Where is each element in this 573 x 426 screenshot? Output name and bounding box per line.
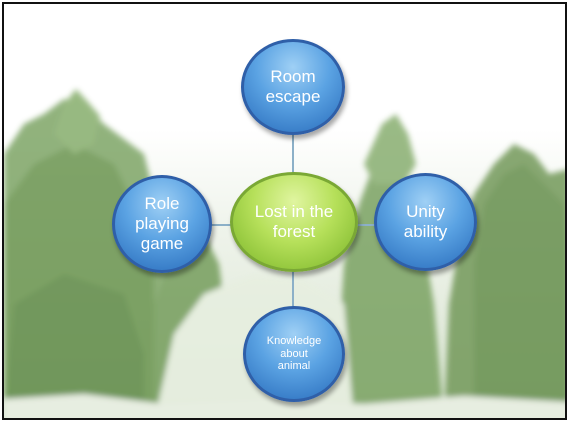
node-room-escape-label: Room escape: [265, 66, 321, 106]
node-knowledge-about-animal-label: Knowledge about animal: [266, 334, 322, 373]
node-unity-ability: Unity ability: [374, 173, 477, 271]
node-unity-ability-label: Unity ability: [403, 201, 448, 241]
node-room-escape: Room escape: [241, 39, 345, 135]
connector-top: [292, 132, 294, 182]
node-lost-in-the-forest: Lost in the forest: [230, 172, 358, 272]
node-lost-in-the-forest-label: Lost in the forest: [254, 201, 334, 241]
slide: Room escape Role playing game Lost in th…: [2, 2, 567, 420]
node-role-playing-game: Role playing game: [112, 175, 212, 273]
connector-right: [354, 224, 376, 226]
node-knowledge-about-animal: Knowledge about animal: [243, 306, 345, 402]
connector-left: [210, 224, 232, 226]
connector-bottom: [292, 266, 294, 308]
node-role-playing-game-label: Role playing game: [135, 193, 189, 254]
